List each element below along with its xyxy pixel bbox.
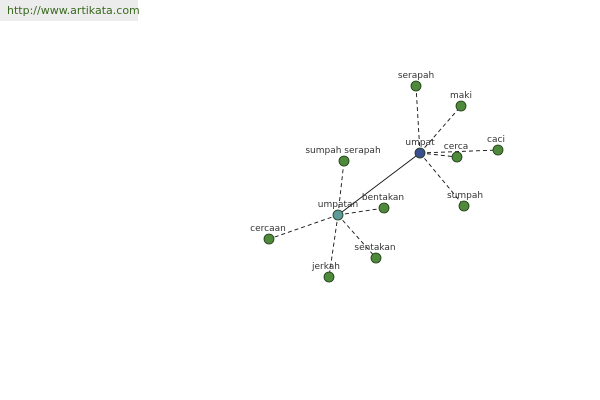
node-dot-cerca[interactable] xyxy=(451,151,463,163)
edge-umpat-sumpah xyxy=(419,152,465,207)
node-jerkah[interactable]: jerkah xyxy=(311,262,340,283)
node-sentakan[interactable]: sentakan xyxy=(354,243,396,264)
edge-umpat-cerca xyxy=(419,152,458,158)
node-label-maki: maki xyxy=(450,91,472,101)
node-label-umpat: umpat xyxy=(405,138,435,148)
node-label-sentakan: sentakan xyxy=(354,243,395,253)
node-label-serapah: serapah xyxy=(398,71,434,81)
node-label-umpatan: umpatan xyxy=(318,200,358,210)
node-cerca[interactable]: cerca xyxy=(444,142,468,163)
node-dot-sumpah-serapah[interactable] xyxy=(338,155,350,167)
node-label-bentakan: bentakan xyxy=(362,193,404,203)
node-label-cercaan: cercaan xyxy=(250,224,286,234)
edge-umpatan-bentakan xyxy=(337,207,385,216)
node-dot-umpat[interactable] xyxy=(414,147,426,159)
edge-umpatan-cercaan xyxy=(268,214,339,240)
edge-umpatan-sentakan xyxy=(337,214,377,259)
node-umpatan[interactable]: umpatan xyxy=(318,200,358,221)
node-cercaan[interactable]: cercaan xyxy=(250,224,286,245)
node-serapah[interactable]: serapah xyxy=(398,71,434,92)
node-dot-serapah[interactable] xyxy=(410,80,422,92)
node-caci[interactable]: caci xyxy=(487,135,505,156)
node-dot-sumpah[interactable] xyxy=(458,200,470,212)
node-sumpah[interactable]: sumpah xyxy=(447,191,483,212)
node-label-cerca: cerca xyxy=(444,142,468,152)
edge-umpatan-jerkah xyxy=(328,214,339,278)
node-label-sumpah-serapah: sumpah serapah xyxy=(305,146,380,156)
edge-umpat-maki xyxy=(419,105,462,154)
edge-umpat-caci xyxy=(419,149,499,154)
node-umpat[interactable]: umpat xyxy=(405,138,435,159)
node-maki[interactable]: maki xyxy=(450,91,472,112)
node-label-caci: caci xyxy=(487,135,505,145)
node-dot-cercaan[interactable] xyxy=(263,233,275,245)
source-url[interactable]: http://www.artikata.com xyxy=(0,0,140,21)
node-bentakan[interactable]: bentakan xyxy=(362,193,404,214)
node-dot-jerkah[interactable] xyxy=(323,271,335,283)
node-sumpah-serapah[interactable]: sumpah serapah xyxy=(305,146,381,167)
node-dot-maki[interactable] xyxy=(455,100,467,112)
node-dot-caci[interactable] xyxy=(492,144,504,156)
edge-umpat-umpatan xyxy=(337,152,421,216)
edge-umpatan-sumpah-serapah xyxy=(337,160,345,216)
node-label-jerkah: jerkah xyxy=(311,262,340,272)
node-label-sumpah: sumpah xyxy=(447,191,483,201)
nodes-layer: umpat umpatan serapah maki cerca caci sumpah su… xyxy=(250,71,505,283)
node-dot-sentakan[interactable] xyxy=(370,252,382,264)
node-dot-umpatan[interactable] xyxy=(332,209,344,221)
edges-layer xyxy=(268,85,499,278)
node-dot-bentakan[interactable] xyxy=(378,202,390,214)
